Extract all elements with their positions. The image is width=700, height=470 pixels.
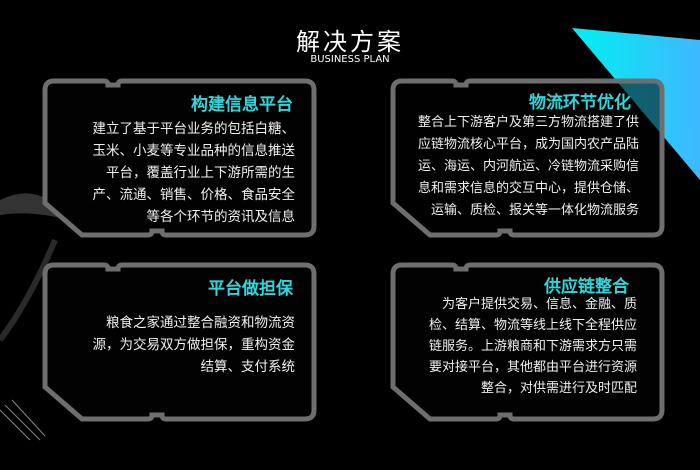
card-body-line: 运输、质检、报关等一体化物流服务 [430,203,639,218]
card-body-line: 运、海运、内河航运、冷链物流采购信 [417,159,639,174]
stripe-decoration [0,399,46,441]
page-title: 解决方案 [296,28,404,56]
card-logistics: 物流环节优化 整合上下游客户及第三方物流搭建了供应链物流核心平台，成为国内农产品… [390,78,665,238]
card-body-line: 粮食之家通过整合融资和物流资 [106,315,295,331]
card-body-line: 平台，覆盖行业上下游所需的生 [106,165,295,181]
card-supply-chain: 供应链整合 为客户提供交易、信息、金融、质检、结算、物流等线上线下全程供应链服务… [390,262,665,422]
card-body-line: 要对接平台，其他都由平台进行资源 [428,360,637,375]
card-body-line: 息和需求信息的交互中心，提供仓储、 [417,181,639,196]
card-body-line: 结算、支付系统 [200,359,296,375]
light-swoosh-decoration [0,193,70,220]
card-body: 建立了基于平台业务的包括白糖、玉米、小麦等专业品种的信息推送平台，覆盖行业上下游… [93,118,296,228]
card-body: 粮食之家通过整合融资和物流资源，为交易双方做担保，重构资金结算、支付系统 [93,312,296,378]
card-title: 平台做担保 [208,279,293,299]
card-body-line: 为客户提供交易、信息、金融、质 [441,297,637,312]
card-body-line: 整合上下游客户及第三方物流搭建了供 [417,115,639,130]
card-body-line: 应链物流核心平台，成为国内农产品陆 [417,137,639,152]
card-body-line: 检、结算、物流等线上线下全程供应 [428,318,637,333]
card-title: 供应链整合 [544,277,629,297]
card-body-line: 链服务。上游粮商和下游需求方只需 [428,339,637,354]
page-subtitle: BUSINESS PLAN [310,54,390,65]
card-title: 构建信息平台 [191,95,293,115]
card-body: 整合上下游客户及第三方物流搭建了供应链物流核心平台，成为国内农产品陆运、海运、内… [418,112,639,222]
card-body: 为客户提供交易、信息、金融、质检、结算、物流等线上线下全程供应链服务。上游粮商和… [429,294,637,399]
card-body-line: 源，为交易双方做担保，重构资金 [92,337,296,353]
card-body-line: 建立了基于平台业务的包括白糖、 [92,121,296,137]
card-body-line: 产、流通、销售、价格、食品安全 [92,187,296,203]
card-title: 物流环节优化 [529,93,631,113]
card-body-line: 玉米、小麦等专业品种的信息推送 [92,143,296,159]
card-body-line: 整合，对供需进行及时匹配 [480,381,637,396]
card-info-platform: 构建信息平台 建立了基于平台业务的包括白糖、玉米、小麦等专业品种的信息推送平台，… [42,78,317,238]
card-guarantee: 平台做担保 粮食之家通过整合融资和物流资源，为交易双方做担保，重构资金结算、支付… [42,262,317,422]
card-body-line: 等各个环节的资讯及信息 [146,209,296,225]
